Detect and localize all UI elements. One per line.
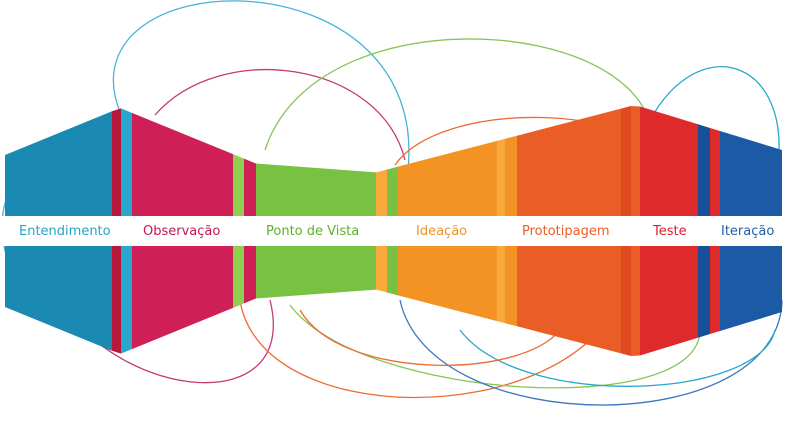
stage-label-observacao: Observação (143, 224, 221, 239)
decorative-curve (289, 304, 701, 389)
decorative-curve (459, 329, 776, 387)
stage-label-ponto-de-vista: Ponto de Vista (266, 224, 360, 239)
decorative-curve (649, 66, 780, 166)
stage-label-teste: Teste (653, 224, 687, 239)
stage-label-ideacao: Ideação (416, 224, 468, 239)
decorative-curve (299, 309, 561, 366)
label-band (0, 216, 800, 246)
decorative-curve (112, 0, 410, 171)
stage-label-prototipagem: Prototipagem (522, 224, 610, 239)
stage-label-entendimento: Entendimento (19, 224, 111, 239)
stage-label-iteracao: Iteração (721, 224, 775, 239)
decorative-curve (154, 68, 406, 161)
decorative-curve (239, 299, 621, 399)
